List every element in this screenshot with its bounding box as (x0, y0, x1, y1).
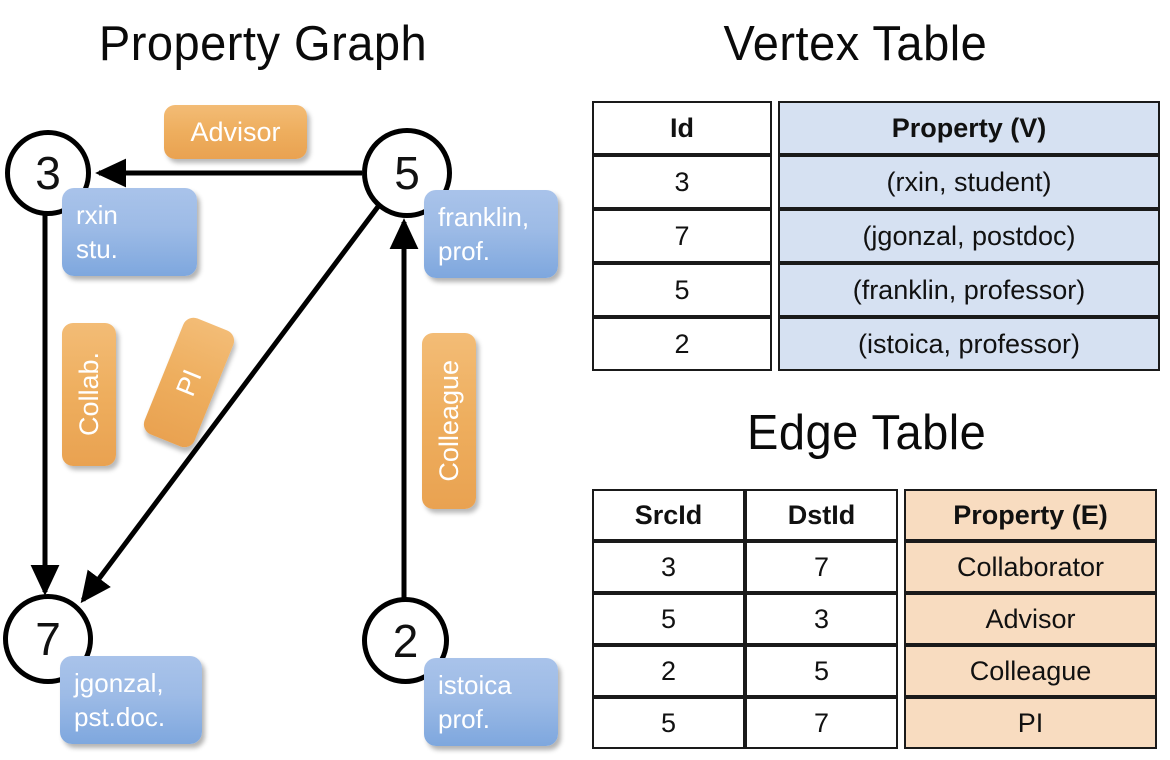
vertex-node-7-label: 7 (35, 613, 61, 665)
column-gap (772, 155, 778, 209)
vertex-property-box-3-line1: rxin (76, 200, 118, 230)
page-title-vertex-table: Vertex Table (723, 17, 988, 71)
edge-table-cell-property: PI (904, 697, 1157, 749)
table-header-row: Id Property (V) (592, 101, 1160, 155)
property-graph-diagram: 3 5 7 2 rxin stu. franklin, prof. jgonza… (3, 105, 558, 746)
vertex-property-box-2: istoica prof. (424, 658, 558, 746)
edge-table-cell-srcid: 3 (592, 541, 745, 593)
column-gap (772, 317, 778, 371)
edge-table: SrcId DstId Property (E) 3 7 Collaborato… (592, 489, 1157, 749)
edge-table-cell-dstid: 3 (745, 593, 898, 645)
vertex-node-5[interactable]: 5 (362, 128, 452, 218)
edge-label-colleague: Colleague (422, 333, 476, 509)
column-gap (898, 593, 904, 645)
vertex-property-box-7: jgonzal, pst.doc. (60, 656, 202, 744)
edge-table-cell-dstid: 7 (745, 541, 898, 593)
edge-table-cell-srcid: 2 (592, 645, 745, 697)
vertex-table-header-id: Id (592, 101, 772, 155)
vertex-table-cell-property: (istoica, professor) (778, 317, 1160, 371)
edge-table-cell-dstid: 5 (745, 645, 898, 697)
vertex-table-cell-id: 3 (592, 155, 772, 209)
vertex-property-box-5: franklin, prof. (424, 190, 558, 278)
graph-edges-layer (30, 158, 419, 604)
vertex-table-cell-property: (franklin, professor) (778, 263, 1160, 317)
vertex-table-cell-property: (rxin, student) (778, 155, 1160, 209)
vertex-table-cell-id: 2 (592, 317, 772, 371)
vertex-node-2-label: 2 (392, 614, 419, 667)
vertex-property-box-5-line1: franklin, (438, 202, 530, 232)
vertex-table: Id Property (V) 3 (rxin, student) 7 (jgo… (592, 101, 1160, 371)
edge-table-cell-srcid: 5 (592, 593, 745, 645)
edge-5-to-7-pi (80, 202, 382, 604)
column-gap (898, 489, 904, 541)
edge-table-cell-dstid: 7 (745, 697, 898, 749)
table-row: 5 (franklin, professor) (592, 263, 1160, 317)
vertex-table-cell-property: (jgonzal, postdoc) (778, 209, 1160, 263)
vertex-node-2[interactable]: 2 (362, 597, 449, 684)
vertex-node-3-label: 3 (35, 147, 61, 199)
column-gap (772, 263, 778, 317)
edge-table-cell-property: Collaborator (904, 541, 1157, 593)
vertex-property-box-2-line2: prof. (438, 703, 491, 734)
table-row: 5 3 Advisor (592, 593, 1157, 645)
edge-table-header-property: Property (E) (904, 489, 1157, 541)
vertex-node-5-label: 5 (394, 147, 420, 199)
table-row: 2 (istoica, professor) (592, 317, 1160, 371)
vertex-table-cell-id: 5 (592, 263, 772, 317)
table-header-row: SrcId DstId Property (E) (592, 489, 1157, 541)
page-title-edge-table: Edge Table (746, 406, 987, 460)
edge-table-cell-property: Colleague (904, 645, 1157, 697)
table-row: 2 5 Colleague (592, 645, 1157, 697)
table-row: 3 (rxin, student) (592, 155, 1160, 209)
vertex-table-cell-id: 7 (592, 209, 772, 263)
column-gap (772, 209, 778, 263)
column-gap (898, 645, 904, 697)
edge-label-advisor-text: Advisor (190, 116, 281, 147)
vertex-table-header-property: Property (V) (778, 101, 1160, 155)
vertex-property-box-7-line2: pst.doc. (74, 701, 166, 732)
edge-label-collab: Collab. (62, 323, 116, 466)
edge-table-cell-srcid: 5 (592, 697, 745, 749)
column-gap (772, 101, 778, 155)
vertex-property-box-2-line1: istoica (438, 670, 512, 700)
vertex-property-box-7-line1: jgonzal, (74, 668, 164, 698)
table-row: 7 (jgonzal, postdoc) (592, 209, 1160, 263)
vertex-property-box-3-line2: stu. (76, 233, 118, 264)
edge-label-colleague-text: Colleague (433, 360, 464, 482)
edge-label-collab-text: Collab. (73, 352, 104, 437)
column-gap (898, 541, 904, 593)
vertex-property-box-3: rxin stu. (62, 188, 197, 276)
page-title-property-graph: Property Graph (98, 17, 428, 71)
edge-table-header-srcid: SrcId (592, 489, 745, 541)
column-gap (898, 697, 904, 749)
edge-label-advisor: Advisor (164, 105, 307, 159)
edge-table-header-dstid: DstId (745, 489, 898, 541)
vertex-property-box-5-line2: prof. (438, 235, 491, 266)
table-row: 3 7 Collaborator (592, 541, 1157, 593)
edge-label-pi-text: PI (169, 364, 208, 400)
edge-table-cell-property: Advisor (904, 593, 1157, 645)
table-row: 5 7 PI (592, 697, 1157, 749)
